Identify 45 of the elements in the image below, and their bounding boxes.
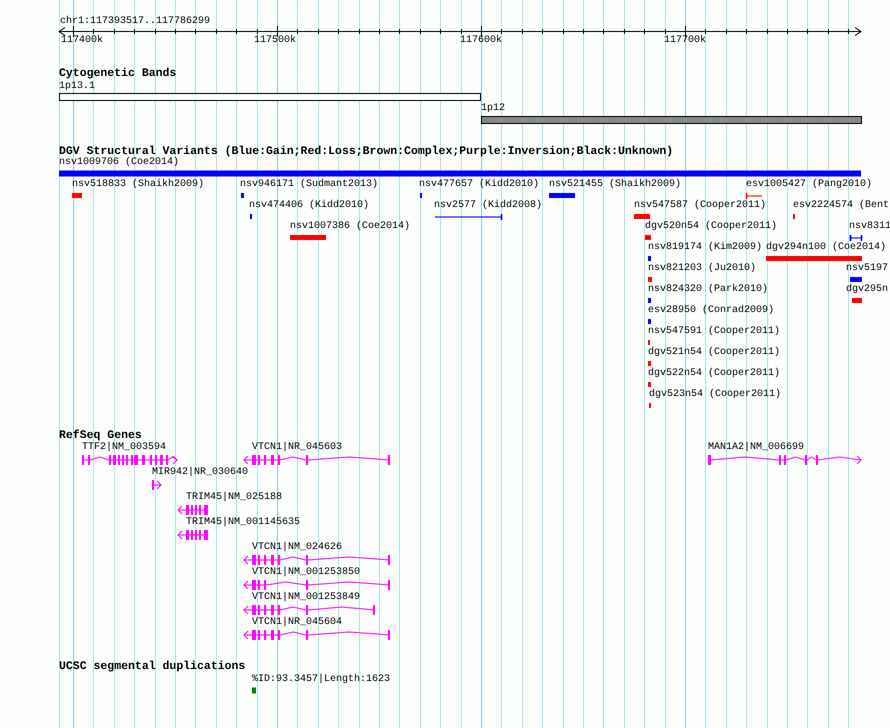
track-heading: RefSeq Genes [59,429,142,442]
feature-label: nsv477657 (Kidd2010) [419,179,540,190]
track-heading: UCSC segmental duplications [59,660,246,673]
gene-label: VTCN1|NM_024626 [252,542,342,553]
feature-label: dgv522n54 (Cooper2011) [648,368,780,379]
gene-label: MAN1A2|NM_006699 [708,442,804,453]
gene-label: MIR942|NR_030640 [152,467,248,478]
band-label: 1p12 [481,103,506,114]
feature-label: nsv824320 (Park2010) [648,284,768,295]
feature-label: esv1005427 (Pang2010) [746,179,872,190]
coordinate-label: chr1:117393517..117786299 [60,16,210,27]
gene-label: TRIM45|NM_025188 [186,492,282,503]
feature-label: nsv518833 (Shaikh2009) [72,179,204,190]
feature-label: esv2224574 (Bent [793,200,890,211]
gene-label: VTCN1|NM_001253850 [252,567,360,578]
feature-label: nsv547587 (Cooper2011) [634,200,766,211]
feature-label: dgv294n100 (Coe2014) [766,242,886,253]
feature-label: nsv521455 (Shaikh2009) [549,179,682,190]
feature-label: dgv295n [846,284,888,295]
tick-label: 117600k [460,35,502,46]
track-heading: DGV Structural Variants (Blue:Gain;Red:Loss;Brown:Complex;Purple:Inversion;Black:Unknown) [59,145,674,158]
feature-label: nsv946171 (Sudmant2013) [240,179,378,190]
tick-label: 117700k [664,35,706,46]
gene-label: TRIM45|NM_001145635 [186,517,300,528]
gene-label: VTCN1|NM_001253849 [252,592,360,603]
gene-label: VTCN1|NR_045604 [252,617,342,628]
feature-label: nsv474406 (Kidd2010) [249,200,370,211]
feature-label: dgv521n54 (Cooper2011) [648,347,780,358]
feature-label: nsv1009706 (Coe2014) [59,157,180,168]
feature-label: nsv547591 (Cooper2011) [648,326,780,337]
feature-label: nsv821203 (Ju2010) [648,263,756,274]
feature-label: dgv523n54 (Cooper2011) [649,389,782,400]
feature-label: nsv2577 (Kidd2008) [434,200,542,211]
feature-label: nsv819174 (Kim2009) [648,242,762,253]
gene-label: TTF2|NM_003594 [82,442,166,453]
feature-label: nsv1007386 (Coe2014) [290,221,410,232]
band-label: 1p13.1 [59,81,96,92]
feature-label: nsv5197 [846,263,888,274]
tick-label: 117400k [61,35,104,46]
feature-label: esv28950 (Conrad2009) [648,305,774,316]
feature-label: dgv520n54 (Cooper2011) [645,221,778,232]
tick-label: 117500k [254,35,296,46]
gene-label: VTCN1|NR_045603 [252,442,342,453]
track-heading: Cytogenetic Bands [59,67,176,80]
feature-label: %ID:93.3457|Length:1623 [252,674,390,685]
